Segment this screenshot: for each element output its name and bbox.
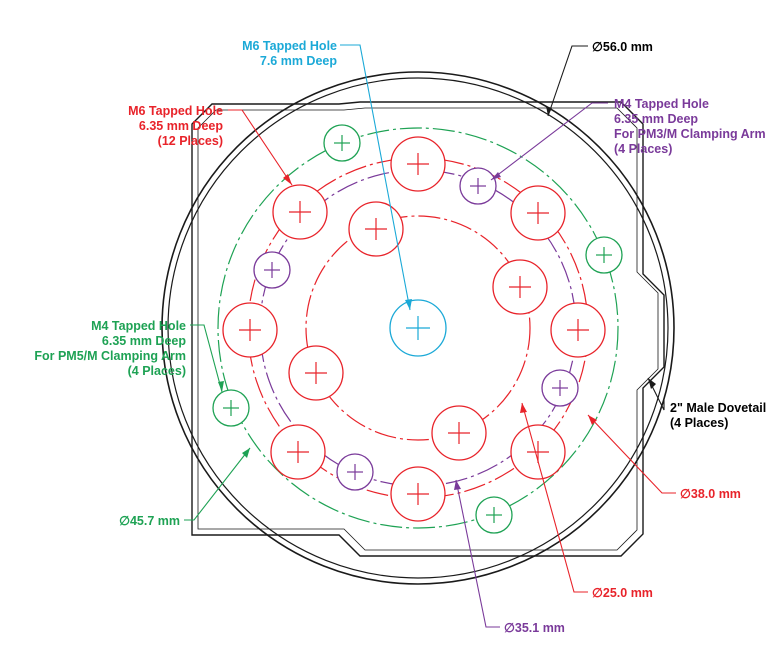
label-dovetail-line2: (4 Places) (670, 416, 728, 430)
label-m4-pm5-line1: M4 Tapped Hole (91, 319, 186, 333)
label-m4-pm5-line4: (4 Places) (128, 364, 186, 378)
arrowheads (218, 106, 656, 490)
arrow-dia-38-0 (588, 415, 597, 425)
leader-m4-pm3 (490, 102, 608, 181)
arrow-dia-35-1 (454, 480, 461, 490)
arrow-dovetail (648, 378, 656, 389)
label-dia-45-7: ∅45.7 mm (119, 514, 180, 528)
label-center-hole-line2: 7.6 mm Deep (260, 54, 337, 68)
label-m4-pm3-line3: For PM3/M Clamping Arm (614, 127, 766, 141)
m4-pm3-hole (541, 369, 579, 407)
label-m4-pm3-line1: M4 Tapped Hole (614, 97, 709, 111)
m6-hole (348, 201, 404, 257)
m6-hole (390, 136, 446, 192)
leader-outer-diameter (547, 45, 588, 117)
bolt-circle-45-7 (217, 127, 619, 529)
leader-dia-38-0 (587, 414, 676, 494)
label-dia-38-0: ∅38.0 mm (680, 487, 741, 501)
label-dia-35-1: ∅35.1 mm (504, 621, 565, 635)
label-m6-line1: M6 Tapped Hole (128, 104, 223, 118)
m4-pm5-hole (585, 236, 623, 274)
label-m4-pm5-line2: 6.35 mm Deep (102, 334, 186, 348)
outer-body-circle (161, 71, 675, 585)
m6-hole (510, 185, 566, 241)
arrow-dia-25-0 (520, 403, 527, 413)
arrow-m4-pm3 (491, 172, 501, 180)
m4-pm5-hole (475, 496, 513, 534)
arrow-m6 (283, 174, 292, 185)
label-dovetail-line1: 2" Male Dovetail (670, 401, 766, 415)
m6-hole (431, 405, 487, 461)
m4-pm3-hole (336, 453, 374, 491)
m6-hole (550, 302, 606, 358)
leader-m4-pm5 (190, 324, 223, 393)
arrow-center-hole (405, 299, 412, 310)
label-m4-pm3-line2: 6.35 mm Deep (614, 112, 698, 126)
leader-dovetail (647, 377, 665, 411)
m4-pm3-hole (459, 167, 497, 205)
label-m4-pm3-line4: (4 Places) (614, 142, 672, 156)
m6-hole (272, 184, 328, 240)
label-center-hole-line1: M6 Tapped Hole (242, 39, 337, 53)
dovetail-outline (191, 101, 665, 557)
holes-layer (212, 124, 623, 534)
m6-hole (288, 345, 344, 401)
arrow-outer-diameter (546, 106, 552, 116)
m6-hole (390, 466, 446, 522)
arrow-m4-pm5 (218, 381, 224, 392)
m6-hole (222, 302, 278, 358)
m4-pm5-hole (212, 389, 250, 427)
leader-dia-35-1 (455, 479, 500, 628)
leader-dia-45-7 (184, 447, 251, 521)
bolt-circle-25-0 (305, 215, 531, 441)
label-m4-pm5-line3: For PM5/M Clamping Arm (34, 349, 186, 363)
leader-m6 (228, 109, 293, 186)
leader-dia-25-0 (521, 402, 588, 593)
leader-lines (184, 44, 676, 628)
arrow-dia-45-7 (242, 448, 250, 458)
m6-hole (492, 259, 548, 315)
m4-pm5-hole (323, 124, 361, 162)
dovetail-outline-inner (197, 107, 659, 551)
leader-center-hole (340, 44, 411, 311)
label-m6-line3: (12 Places) (158, 134, 223, 148)
label-m6-line2: 6.35 mm Deep (139, 119, 223, 133)
outer-body-inner-circle (167, 77, 669, 579)
label-dia-25-0: ∅25.0 mm (592, 586, 653, 600)
center-m6-hole (389, 299, 447, 357)
m6-hole (510, 424, 566, 480)
m4-pm3-hole (253, 251, 291, 289)
m6-hole (270, 424, 326, 480)
label-outer-diameter: ∅56.0 mm (592, 40, 653, 54)
